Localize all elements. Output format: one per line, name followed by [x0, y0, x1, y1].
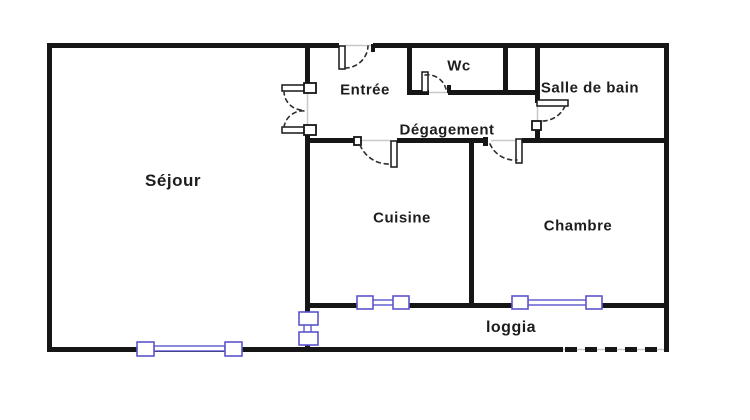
wall-wc-right	[503, 43, 508, 95]
double-door-swing-upper	[283, 90, 306, 111]
chambre-door-hinge	[483, 137, 488, 146]
window-end-box	[298, 311, 319, 326]
sdb-door-hinge	[531, 120, 542, 131]
loggia-window-right	[511, 295, 603, 310]
entrance-door	[338, 44, 375, 70]
wall-cuisine-chambre	[469, 141, 474, 305]
wc-door-stop	[447, 85, 451, 93]
sdb-door-leaf	[536, 99, 569, 107]
window-end-box	[136, 341, 155, 357]
window-end-box	[511, 295, 529, 310]
chambre-door-swing-arc	[489, 143, 518, 161]
wall-loggia-top-2	[409, 303, 513, 308]
wall-corridor-3	[522, 138, 669, 143]
wall-sejour-right-bottom	[305, 344, 310, 352]
double-door-swing-lower	[283, 110, 306, 128]
wall-corridor-2	[397, 138, 483, 143]
window-glazing	[527, 299, 588, 306]
window-end-box	[585, 295, 603, 310]
sejour-bottom-window	[136, 341, 243, 357]
window-glazing	[153, 345, 226, 352]
double-door-hinge-upper	[303, 82, 317, 94]
room-label-loggia: loggia	[485, 319, 537, 336]
wall-left	[47, 43, 52, 352]
room-label-entree: Entrée	[340, 81, 390, 99]
sejour-loggia-window	[298, 311, 319, 346]
wall-top-left-segment	[47, 43, 339, 48]
room-label-degagement: Dégagement	[399, 121, 495, 139]
entrance-door-leaf	[338, 45, 346, 70]
cuisine-door-leaf	[390, 140, 398, 168]
double-door-leaf-lower	[281, 126, 306, 134]
chambre-door	[483, 137, 523, 164]
room-label-chambre: Chambre	[543, 217, 613, 235]
sdb-door-swing-arc	[540, 105, 566, 122]
wall-loggia-top-1	[305, 303, 358, 308]
wall-wc-bottom-left	[407, 90, 429, 95]
window-end-box	[224, 341, 243, 357]
wc-door-leaf	[421, 71, 429, 93]
window-end-box	[356, 295, 374, 310]
window-glazing	[371, 299, 395, 306]
cuisine-door-hinge	[353, 136, 362, 146]
window-end-box	[392, 295, 410, 310]
wall-corridor-1	[305, 138, 357, 143]
sejour-double-door	[281, 82, 317, 136]
room-label-salle-de-bain: Salle de bain	[540, 79, 640, 97]
wall-right	[664, 43, 669, 352]
wc-door-swing-arc	[424, 74, 447, 90]
wall-top-right-segment	[373, 43, 669, 48]
double-door-hinge-lower	[303, 124, 317, 136]
wall-loggia-top-3	[602, 303, 669, 308]
wall-sejour-right-top	[305, 43, 310, 85]
room-label-wc: Wc	[447, 57, 471, 75]
room-label-cuisine: Cuisine	[373, 209, 431, 227]
wall-wc-left	[407, 43, 412, 95]
room-label-sejour: Séjour	[145, 171, 201, 190]
window-end-box	[298, 331, 319, 346]
entrance-door-stop	[371, 44, 375, 52]
sdb-door	[531, 99, 569, 131]
entrance-door-swing-arc	[344, 45, 369, 69]
wall-wc-bottom-right	[448, 90, 540, 95]
cuisine-door	[353, 136, 398, 168]
cuisine-door-swing-arc	[359, 144, 391, 165]
wall-sejour-right-mid	[305, 134, 310, 313]
chambre-door-leaf	[515, 138, 523, 164]
wall-sdb-left-bottom	[535, 126, 540, 143]
wc-door	[421, 71, 451, 93]
interior-walls	[305, 43, 669, 352]
loggia-window-left	[356, 295, 410, 310]
wall-sdb-left-top	[535, 43, 540, 103]
double-door-leaf-upper	[281, 84, 306, 92]
